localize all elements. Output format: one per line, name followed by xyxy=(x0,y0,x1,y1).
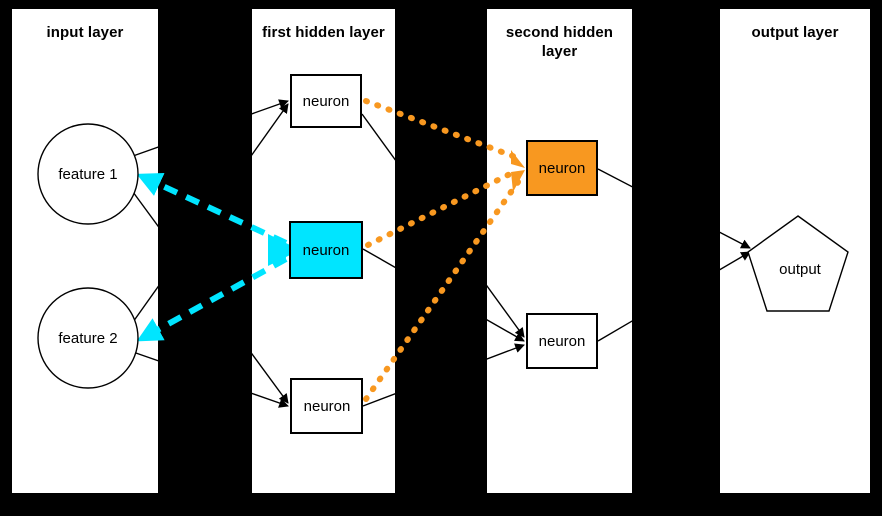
feature1-label: feature 1 xyxy=(58,166,117,183)
node-feature1[interactable]: feature 1 xyxy=(37,123,139,225)
feature1-circle[interactable] xyxy=(37,123,139,225)
node-feature2[interactable]: feature 2 xyxy=(37,287,139,389)
edge-feature1-to-h1n1 xyxy=(132,99,289,157)
edge-h2n2-to-out1 xyxy=(597,251,751,342)
panel-title-output-layer: output layer xyxy=(751,24,839,41)
edge-feature2-to-h1n1 xyxy=(132,103,289,323)
h1n2-box[interactable] xyxy=(289,221,363,279)
edge-cyan-h1n2-to-feature2 xyxy=(136,256,288,342)
node-h1n3[interactable]: neuron xyxy=(290,378,363,434)
edge-cyan-h1n2-to-feature1 xyxy=(136,173,288,246)
edge-h1n1-to-h2n2 xyxy=(361,113,525,338)
edge-h2n1-to-out1 xyxy=(597,168,751,249)
output-label: output xyxy=(779,261,822,278)
feature2-circle[interactable] xyxy=(37,287,139,389)
output-pentagon[interactable] xyxy=(747,215,849,312)
panel-title-input-layer: input layer xyxy=(46,24,124,41)
panel-second-hidden-layer: second hidden layer xyxy=(487,9,632,493)
feature2-label: feature 2 xyxy=(58,330,117,347)
node-h1n2-highlighted[interactable]: neuron xyxy=(289,221,363,279)
edge-orange-h1n1-to-h2n1 xyxy=(363,98,521,161)
arrowhead-orange-upper xyxy=(511,150,525,168)
edges-cyan-backward xyxy=(136,173,300,342)
edges-orange-forward xyxy=(363,98,525,402)
h1n1-box[interactable] xyxy=(290,74,362,128)
h1n3-label: neuron xyxy=(304,398,351,415)
h2n2-label: neuron xyxy=(539,333,586,350)
panel-input-layer: input layer xyxy=(12,9,158,493)
h1n1-label: neuron xyxy=(303,93,350,110)
h2n1-box[interactable] xyxy=(526,140,598,196)
h2n2-box[interactable] xyxy=(526,313,598,369)
edge-orange-h1n3-to-h2n1 xyxy=(363,179,521,402)
panel-title-first-hidden-layer: first hidden layer xyxy=(262,24,385,41)
edge-h1n3-to-h2n2 xyxy=(362,343,525,407)
arrowhead-orange-lower xyxy=(511,170,525,192)
edge-orange-h1n2-to-h2n1 xyxy=(365,167,521,248)
node-output[interactable]: output xyxy=(747,215,849,312)
edge-feature2-to-h1n3 xyxy=(132,351,289,408)
h2n1-label: neuron xyxy=(539,160,586,177)
node-h2n1-highlighted[interactable]: neuron xyxy=(526,140,598,196)
h1n3-box[interactable] xyxy=(290,378,363,434)
node-h2n2[interactable]: neuron xyxy=(526,313,598,369)
edge-h1n2-to-h2n2 xyxy=(362,248,525,342)
panel-title-second-hidden-layer: second hidden layer xyxy=(505,24,614,60)
h1n2-label: neuron xyxy=(303,242,350,259)
node-h1n1[interactable]: neuron xyxy=(290,74,362,128)
edges-plain xyxy=(132,99,751,408)
arrowhead-cyan-h1n2-head xyxy=(268,234,300,266)
